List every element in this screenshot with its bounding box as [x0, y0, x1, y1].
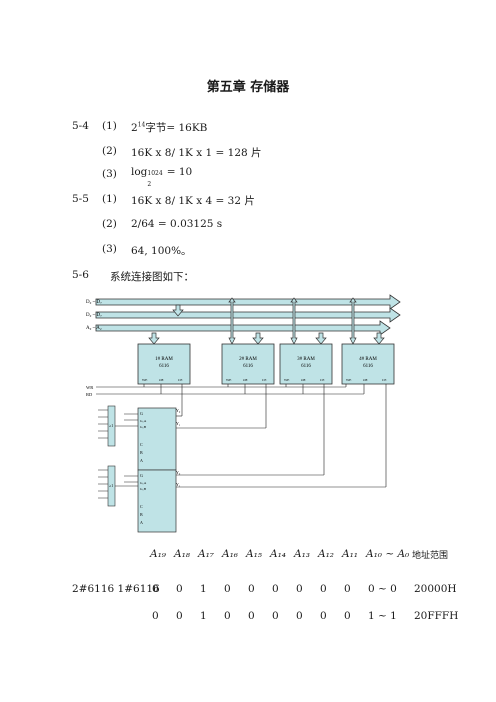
svg-text:CE: CE: [178, 378, 182, 382]
svg-text:C: C: [140, 504, 143, 509]
ram-chip-3: 3# RAM 6116 WE OE CE: [279, 343, 333, 385]
svg-text:Y₀: Y₀: [176, 408, 181, 413]
svg-text:OE: OE: [243, 378, 248, 382]
svg-text:Y₁: Y₁: [176, 421, 181, 426]
svg-text:2# RAM: 2# RAM: [239, 357, 257, 362]
answer-5-5-2-part: (2): [102, 218, 117, 230]
svg-text:C: C: [140, 442, 143, 447]
svg-text:OE: OE: [363, 378, 368, 382]
svg-text:4# RAM: 4# RAM: [359, 357, 377, 362]
svg-text:OE: OE: [301, 378, 306, 382]
address-table-row-label: 2#6116 1#6116: [72, 583, 160, 595]
answer-5-5-2-text: 2/64 = 0.03125 s: [131, 218, 223, 230]
answer-5-4-1-part: (1): [102, 120, 117, 132]
rd-label: RD: [86, 392, 93, 397]
svg-text:G₂B: G₂B: [140, 487, 147, 491]
wr-label: WR: [86, 385, 93, 390]
answer-5-5-1-text: 16K x 8/ 1K x 4 = 32 片: [131, 195, 255, 207]
ram-chip-1: 1# RAM 6116 WE OE CE: [137, 343, 191, 385]
answer-5-6-number: 5-6: [72, 269, 89, 281]
svg-text:≥1: ≥1: [109, 423, 113, 428]
answer-5-4-2-text: 16K x 8/ 1K x 1 = 128 片: [131, 147, 262, 159]
svg-text:B: B: [140, 512, 143, 517]
decoder-input-wiring: [98, 409, 138, 499]
answer-5-5-3-part: (3): [102, 243, 117, 255]
answer-5-6-text: 系统连接图如下：: [110, 271, 194, 283]
answer-5-5-1-part: (1): [102, 193, 117, 205]
answer-5-5-3-text: 64, 100%。: [131, 245, 192, 257]
svg-text:OE: OE: [159, 378, 164, 382]
control-wiring: [96, 384, 387, 488]
svg-text:Y₁: Y₁: [176, 482, 181, 487]
bus-label-address: A₀ ~ A₂: [86, 326, 102, 331]
svg-text:A: A: [140, 520, 143, 525]
svg-text:G₂B: G₂B: [140, 425, 147, 429]
svg-text:6116: 6116: [243, 364, 253, 369]
system-connection-diagram: D₀ ~ D₇ D₀ ~ D₇ A₀ ~ A₂ 1# RAM 6116 WE O…: [86, 294, 401, 533]
svg-text:WE: WE: [226, 378, 231, 382]
svg-text:6116: 6116: [301, 364, 311, 369]
answer-5-4-number: 5-4: [72, 120, 89, 132]
answer-5-4-3-part: (3): [102, 168, 117, 180]
svg-text:Y₀: Y₀: [176, 470, 181, 475]
bus-taps: [148, 297, 385, 345]
svg-text:3# RAM: 3# RAM: [297, 357, 315, 362]
svg-text:G₂A: G₂A: [140, 481, 147, 485]
answer-5-5-number: 5-5: [72, 193, 89, 205]
svg-text:B: B: [140, 450, 143, 455]
svg-text:G: G: [140, 473, 143, 478]
answer-5-4-1-text: 214字节= 16KB: [131, 121, 208, 135]
page-title: 第五章 存储器: [206, 80, 290, 95]
bus-lines: [95, 294, 401, 336]
svg-text:G₂A: G₂A: [140, 419, 147, 423]
bus-label-data-2: D₀ ~ D₇: [86, 313, 102, 318]
svg-text:WE: WE: [284, 378, 289, 382]
ram-chip-2: 2# RAM 6116 WE OE CE: [221, 343, 275, 385]
svg-text:1# RAM: 1# RAM: [155, 357, 173, 362]
svg-text:CE: CE: [382, 378, 386, 382]
ram-chip-4: 4# RAM 6116 WE OE CE: [341, 343, 395, 385]
svg-text:6116: 6116: [363, 364, 373, 369]
answer-5-4-2-part: (2): [102, 145, 117, 157]
svg-text:G: G: [140, 411, 143, 416]
svg-text:≥1: ≥1: [109, 483, 113, 488]
svg-text:CE: CE: [262, 378, 266, 382]
bus-label-data: D₀ ~ D₇: [86, 300, 102, 305]
svg-text:6116: 6116: [159, 364, 169, 369]
svg-text:WE: WE: [142, 378, 147, 382]
decoder-2: ≥1 G G₂A G₂B C B A Y₀ Y₁: [107, 465, 181, 533]
svg-text:WE: WE: [346, 378, 351, 382]
svg-text:CE: CE: [320, 378, 324, 382]
svg-text:A: A: [140, 458, 143, 463]
decoder-1: ≥1 G G₂A G₂B C B A Y₀ Y₁: [107, 405, 181, 471]
